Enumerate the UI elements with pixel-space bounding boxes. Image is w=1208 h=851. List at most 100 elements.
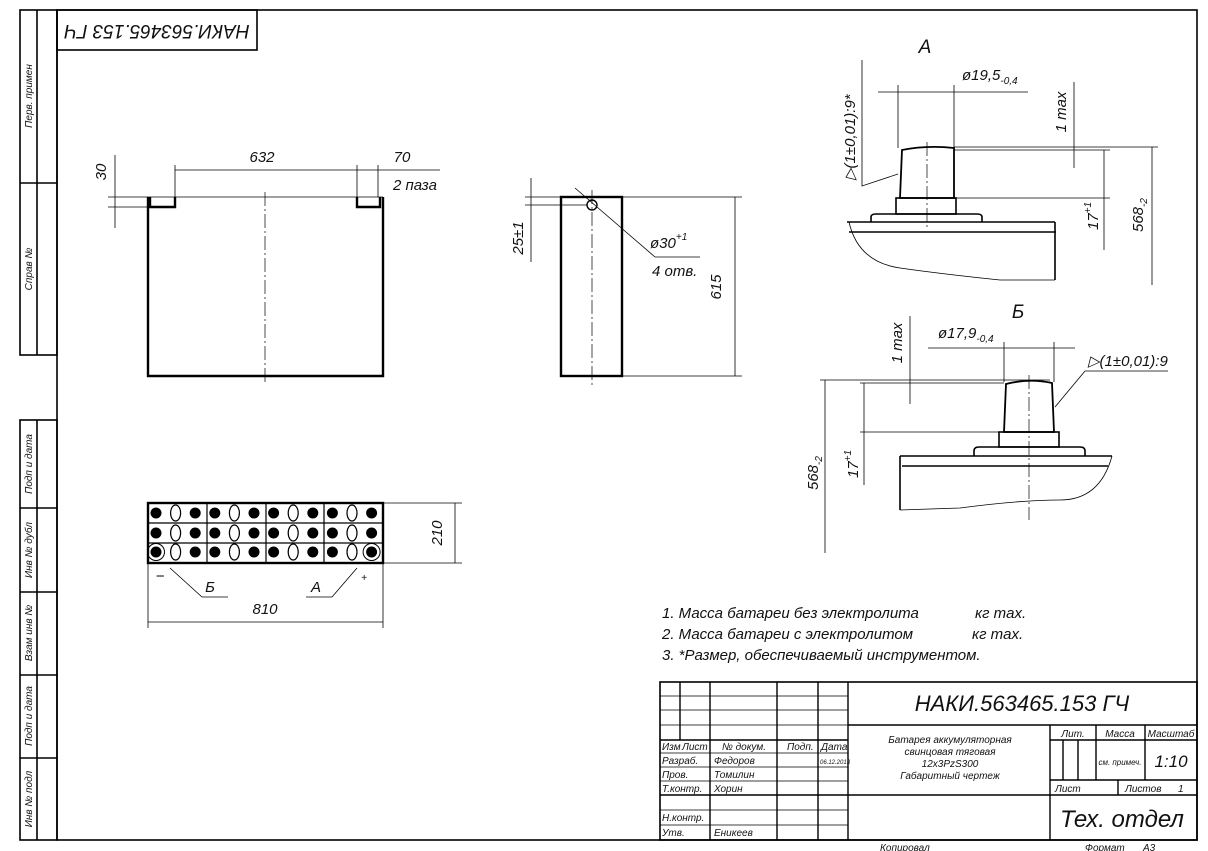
front-view: 632 70 2 паза 30 (93, 149, 440, 385)
notes: 1. Масса батареи без электролита кг max.… (661, 605, 1026, 664)
note-1: 1. Масса батареи без электролита (662, 605, 919, 622)
cell-post (287, 524, 299, 542)
role-role: Т.контр. (662, 784, 702, 795)
name-line: Габаритный чертеж (900, 770, 1001, 782)
terminal-post (366, 546, 378, 558)
hole-count: 4 отв. (652, 263, 697, 280)
cell-post (150, 527, 162, 539)
cell-post (307, 527, 319, 539)
rotated-stamp: НАКИ.563465.153 ГЧ (56, 9, 258, 51)
hole-dia: ø30+1 (650, 232, 687, 252)
strip-label: Инв № подл (24, 770, 35, 827)
role-name: Хорин (713, 784, 743, 795)
title-block: НАКИ.563465.153 ГЧ Изм Лист № докум. Под… (659, 681, 1198, 841)
cell-post (287, 543, 299, 561)
note-2: 2. Масса батареи с электролитом (661, 626, 913, 643)
plus-terminal: + (361, 573, 367, 584)
hdr-doc: № докум. (722, 742, 766, 753)
cell-post (366, 507, 378, 519)
role-role: Н.контр. (662, 813, 704, 824)
role-role: Утв. (661, 828, 685, 839)
cell-post (326, 507, 338, 519)
role-date: 06.12.2013 (820, 760, 851, 766)
cell-post (170, 504, 182, 522)
view-a-568: 568-2 (1130, 198, 1150, 232)
cell-post (326, 527, 338, 539)
top-view: 810 210 Б А − + (146, 501, 462, 628)
role-name: Томилин (714, 770, 755, 781)
strip-label: Перв. примен (24, 64, 35, 128)
cell-post (248, 546, 260, 558)
dim-30: 30 (93, 163, 110, 180)
view-b-dia: ø17,9-0,4 (938, 325, 994, 345)
minus-terminal: − (156, 568, 165, 585)
scale-label: Масштаб (1148, 728, 1195, 740)
dim-615: 615 (708, 274, 725, 300)
cell-post (268, 546, 280, 558)
cell-post (248, 527, 260, 539)
strip-label: Подп и дата (24, 434, 35, 494)
view-a-title: А (918, 37, 932, 58)
doc-number: НАКИ.563465.153 ГЧ (915, 691, 1130, 716)
dim-210: 210 (429, 520, 446, 547)
cell-post (170, 524, 182, 542)
lit-label: Лит. (1060, 729, 1084, 740)
mass-label: Масса (1105, 729, 1135, 740)
cell-post (346, 504, 358, 522)
hdr-izm: Изм (662, 742, 681, 753)
cell-post (307, 546, 319, 558)
copied-label: Копировал (880, 843, 930, 851)
view-a-max: 1 max (1053, 91, 1070, 132)
label-a: А (310, 579, 321, 596)
strip-label: Справ № (24, 247, 35, 290)
cell-post (228, 504, 240, 522)
org-name: Тех. отдел (1060, 806, 1184, 833)
view-a: А ø19,5-0,4 1 max 17+1 568-2 ▷(1±0,01):9… (842, 37, 1158, 285)
dim-25: 25±1 (510, 221, 527, 255)
dim-70: 70 (394, 149, 411, 166)
view-b: Б ø17,9-0,4 ▷(1±0,01):9 1 max 17+1 568-2 (805, 302, 1168, 553)
cell-post (287, 504, 299, 522)
strip-label: Подп и дата (24, 686, 35, 746)
slot-note: 2 паза (392, 177, 437, 194)
note-2-unit: кг max. (972, 626, 1023, 643)
view-b-max: 1 max (889, 322, 906, 363)
name-line: свинцовая тяговая (904, 747, 996, 758)
view-b-568: 568-2 (805, 456, 825, 490)
cell-post (268, 507, 280, 519)
cell-post (209, 527, 221, 539)
note-1-unit: кг max. (975, 605, 1026, 622)
sheets-label: Листов (1124, 784, 1161, 795)
view-b-taper: ▷(1±0,01):9 (1087, 353, 1168, 370)
cell-post (248, 507, 260, 519)
sheet-label: Лист (1054, 784, 1081, 795)
cell-post (366, 527, 378, 539)
cell-post (170, 543, 182, 561)
cell-post (307, 507, 319, 519)
mass-value: см. примеч. (1098, 758, 1141, 767)
side-strip: Перв. примен Справ № Подп и дата Инв № д… (19, 9, 58, 841)
format-value: А3 (1142, 843, 1156, 851)
view-b-title: Б (1012, 302, 1024, 323)
note-3: 3. *Размер, обеспечиваемый инструментом. (662, 647, 981, 664)
role-role: Разраб. (662, 755, 698, 767)
role-name: Еникеев (714, 828, 753, 839)
terminal-post (150, 546, 162, 558)
strip-label: Взам инв № (24, 605, 35, 661)
side-view: ø30+1 4 отв. 615 25±1 (510, 178, 742, 385)
cell-post (189, 546, 201, 558)
cell-grid (147, 503, 383, 563)
cell-post (150, 507, 162, 519)
hdr-date: Дата (820, 742, 848, 753)
hdr-sign: Подп. (787, 742, 814, 753)
strip-label: Инв № дубл (23, 522, 35, 578)
cell-post (209, 507, 221, 519)
cell-post (326, 546, 338, 558)
cell-post (228, 543, 240, 561)
rotated-stamp-text: НАКИ.563465.153 ГЧ (64, 20, 249, 41)
cell-post (346, 524, 358, 542)
view-b-17: 17+1 (843, 450, 862, 478)
cell-post (189, 527, 201, 539)
cell-post (346, 543, 358, 561)
